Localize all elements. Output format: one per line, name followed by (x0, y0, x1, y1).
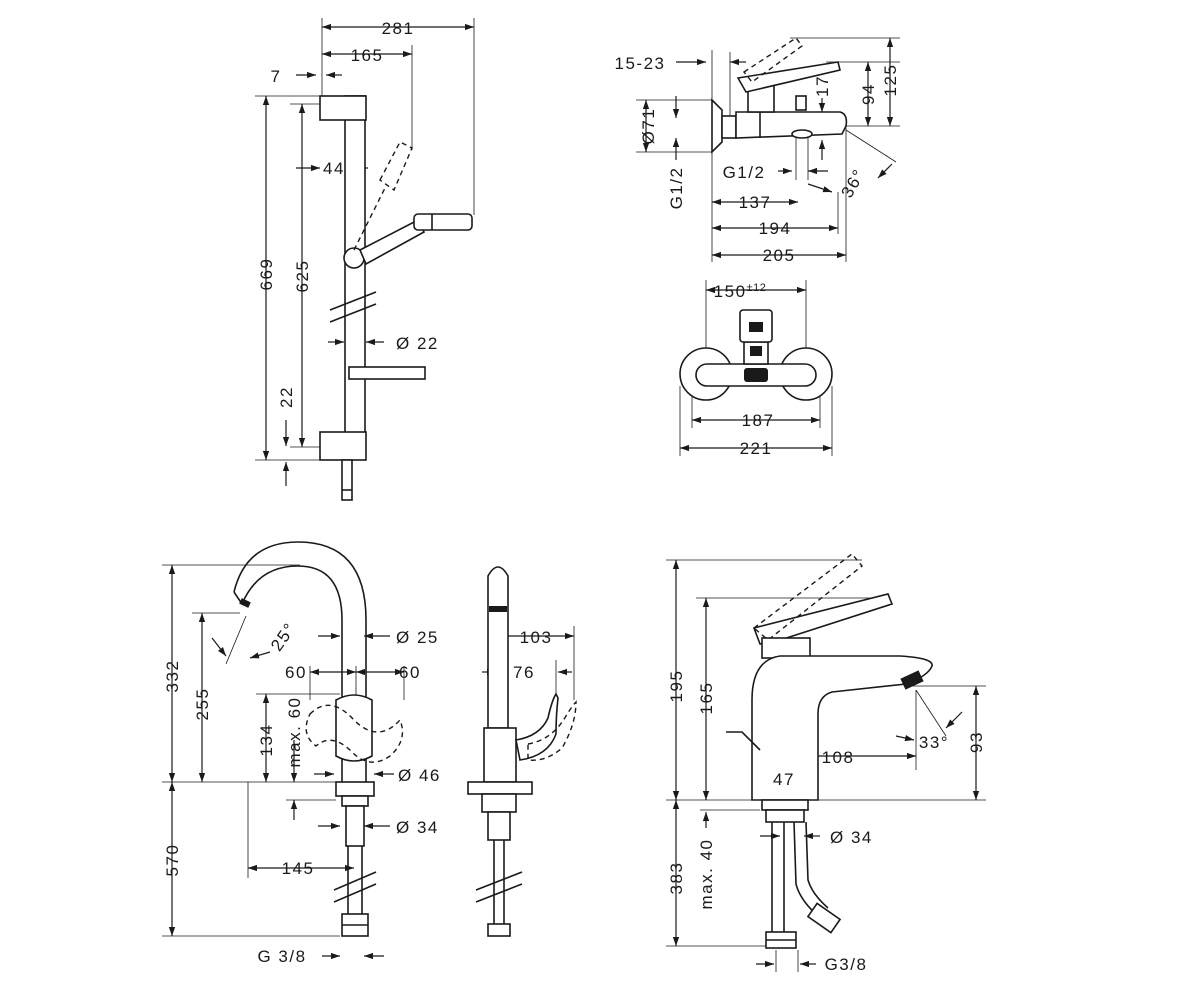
dim-94: 94 (859, 83, 878, 105)
dim-669: 669 (257, 258, 276, 291)
dim-108: 108 (822, 748, 855, 767)
dim-g38-small: G3/8 (825, 955, 868, 974)
dim-44: 44 (323, 159, 345, 178)
dim-150-tolerance: ±12 (747, 282, 767, 294)
dim-diameter-34: Ø 34 (396, 818, 439, 837)
dim-150: 150±12 (714, 282, 767, 301)
dim-255: 255 (193, 688, 212, 721)
basin-mixer-small-drawing: 195 165 108 47 33° 93 Ø 34 383 max. 40 G… (666, 553, 986, 974)
dim-60-left: 60 (285, 663, 307, 682)
dim-195: 195 (667, 670, 686, 703)
dim-diameter-71: Ø71 (639, 108, 658, 145)
dim-137: 137 (739, 193, 772, 212)
dim-134: 134 (257, 724, 276, 757)
dim-max-40: max. 40 (697, 839, 716, 910)
dim-103: 103 (520, 628, 553, 647)
dim-125: 125 (881, 64, 900, 97)
dim-diameter-46: Ø 46 (398, 766, 441, 785)
dim-165-small: 165 (697, 682, 716, 715)
dim-diameter-22: Ø 22 (396, 334, 439, 353)
dim-625: 625 (293, 260, 312, 293)
dim-332: 332 (163, 660, 182, 693)
dim-15-23: 15-23 (615, 54, 666, 73)
dim-angle-33: 33° (919, 733, 949, 752)
bath-mixer-front-drawing: 150±12 187 221 (679, 280, 833, 458)
dim-145: 145 (282, 859, 315, 878)
dim-g12-horizontal: G1/2 (723, 163, 766, 182)
dim-570: 570 (163, 844, 182, 877)
dim-17: 17 (813, 75, 832, 97)
dim-7: 7 (271, 67, 282, 86)
basin-mixer-high-side-drawing: 103 76 (467, 566, 577, 937)
dim-g12-vertical: G1/2 (667, 167, 686, 210)
dim-g38: G 3/8 (257, 947, 306, 966)
dim-165: 165 (351, 46, 384, 65)
dim-76: 76 (513, 663, 535, 682)
dim-221: 221 (740, 439, 773, 458)
basin-mixer-high-drawing: 332 255 134 max. 60 25° Ø 25 60 60 Ø 46 … (162, 541, 441, 966)
bath-mixer-side-drawing: 15-23 Ø71 G1/2 G1/2 17 94 125 36° 137 19… (615, 37, 900, 265)
shower-rail-drawing: 281 165 7 44 669 625 22 Ø 22 (255, 18, 475, 501)
dim-47: 47 (773, 770, 795, 789)
dim-60-right: 60 (399, 663, 421, 682)
dim-281: 281 (382, 19, 415, 38)
dim-383: 383 (667, 862, 686, 895)
dim-187: 187 (742, 411, 775, 430)
dim-22-vertical: 22 (277, 386, 296, 408)
dim-diameter-34-small: Ø 34 (830, 828, 873, 847)
dim-194: 194 (759, 219, 792, 238)
dim-angle-25: 25° (267, 619, 300, 655)
dim-angle-36: 36° (837, 165, 869, 201)
dim-205: 205 (763, 246, 796, 265)
dim-diameter-25: Ø 25 (396, 628, 439, 647)
dim-93: 93 (967, 731, 986, 753)
dim-max-60: max. 60 (285, 697, 304, 768)
dim-150-value: 150 (714, 282, 747, 301)
